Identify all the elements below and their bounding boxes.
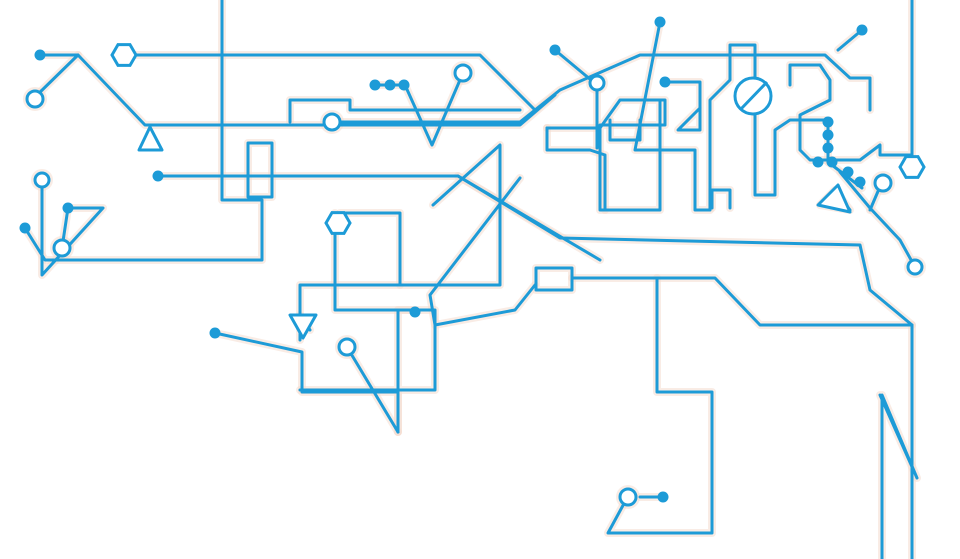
circuit-trace xyxy=(710,188,732,210)
circuit-trace xyxy=(23,0,264,262)
trace-glow xyxy=(296,306,439,436)
solder-dot xyxy=(856,24,868,36)
solder-dot xyxy=(384,79,396,91)
solder-dot xyxy=(659,76,671,88)
hexagon-node xyxy=(110,43,138,67)
ring-terminal xyxy=(453,63,473,83)
trace-glow xyxy=(532,264,576,294)
circuit-trace xyxy=(878,393,919,559)
trace-glow xyxy=(154,172,916,559)
circuit-trace xyxy=(456,174,602,262)
circuit-trace xyxy=(333,211,417,312)
solder-dot xyxy=(854,176,866,188)
ring-terminal xyxy=(322,112,342,132)
ring-terminal xyxy=(33,171,51,189)
solder-dot xyxy=(657,491,669,503)
circuit-trace xyxy=(246,141,274,199)
solder-dot xyxy=(19,222,31,234)
solder-dot xyxy=(209,327,221,339)
ring-terminal xyxy=(337,337,357,357)
circle-slash-node xyxy=(733,76,773,116)
circuit-trace xyxy=(298,308,437,434)
circuit-trace xyxy=(570,276,914,327)
circuit-trace xyxy=(338,143,502,287)
trace-glow xyxy=(661,78,704,134)
solder-dot xyxy=(398,79,410,91)
circuit-trace xyxy=(133,53,537,112)
ring-terminal xyxy=(618,487,638,507)
solder-dot xyxy=(822,116,834,128)
solder-dot xyxy=(152,170,164,182)
ring-terminal xyxy=(588,74,606,92)
circuit-trace xyxy=(330,53,872,124)
solder-dot xyxy=(549,44,561,56)
solder-dot xyxy=(842,166,854,178)
ring-terminal xyxy=(906,258,924,276)
ring-terminal xyxy=(25,89,45,109)
hexagon-node xyxy=(324,211,352,235)
ring-terminal xyxy=(873,173,893,193)
solder-dot xyxy=(812,156,824,168)
trace-glow xyxy=(568,274,916,329)
solder-dot xyxy=(62,202,74,214)
circuit-trace xyxy=(33,53,80,99)
circuit-trace xyxy=(534,266,574,292)
trace-glow xyxy=(708,186,734,212)
circuit-trace xyxy=(608,118,642,142)
node-layer xyxy=(19,16,926,507)
circuit-trace xyxy=(633,20,827,212)
solder-dot xyxy=(822,142,834,154)
circuit-trace xyxy=(40,178,105,277)
circuit-trace xyxy=(156,174,914,559)
trace-layer xyxy=(23,0,919,559)
circuit-trace xyxy=(663,80,702,132)
triangle-node xyxy=(137,125,164,152)
circle-slash-line xyxy=(738,80,769,112)
solder-dot xyxy=(369,79,381,91)
circuit-trace xyxy=(788,0,914,162)
circuit-trace xyxy=(545,126,607,212)
circuit-trace xyxy=(606,276,714,535)
solder-dot xyxy=(826,156,838,168)
triangle-node xyxy=(816,183,852,214)
trace-glow xyxy=(244,139,276,201)
circuit-trace xyxy=(428,176,537,327)
triangle-node xyxy=(288,313,318,340)
trace-glow xyxy=(21,0,266,264)
ring-terminal xyxy=(52,238,72,258)
circuit-trace xyxy=(838,170,917,269)
solder-dot xyxy=(409,306,421,318)
hexagon-node xyxy=(898,155,926,179)
circuit-trace xyxy=(545,98,667,212)
circuit-trace xyxy=(288,98,522,124)
circuit-trace xyxy=(38,53,557,127)
solder-dot xyxy=(34,49,46,61)
solder-dot xyxy=(654,16,666,28)
glow-layer xyxy=(21,0,926,559)
solder-dot xyxy=(822,129,834,141)
